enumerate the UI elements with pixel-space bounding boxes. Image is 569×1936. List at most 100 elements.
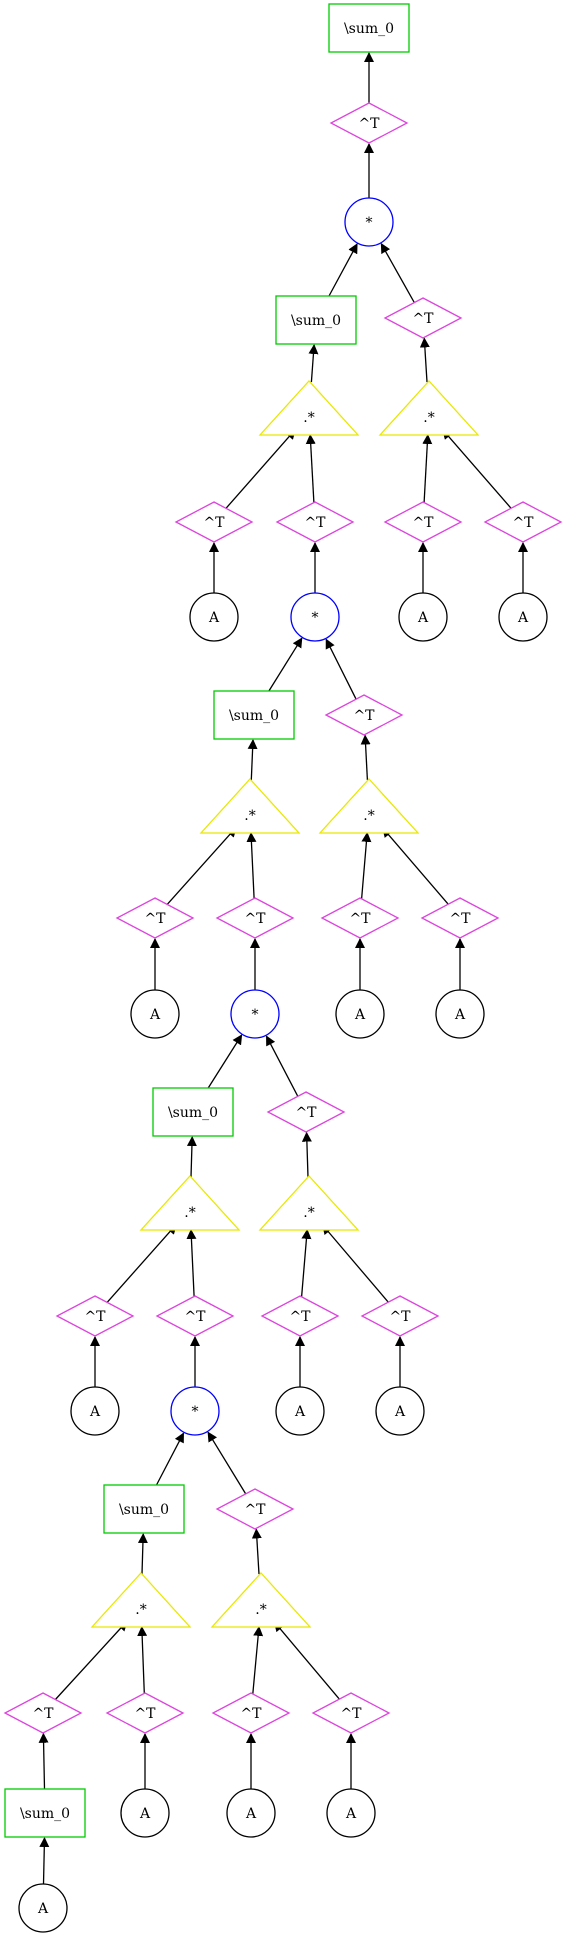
- edge-s5-to-m4: [155, 1432, 185, 1486]
- transpose-node: ^T: [275, 501, 355, 543]
- multiply-node: *: [170, 1386, 220, 1436]
- transpose-diamond: [320, 897, 400, 939]
- node-label: ^T: [244, 1502, 266, 1518]
- node-label: A: [345, 1806, 357, 1822]
- node-label: ^T: [412, 311, 434, 327]
- node-label: *: [312, 610, 319, 626]
- node-label: ^T: [240, 1706, 262, 1722]
- elementwise-multiply-node: .*: [210, 1572, 312, 1628]
- transpose-diamond: [260, 1295, 340, 1337]
- elementwise-multiply-node: .*: [258, 1175, 360, 1231]
- multiply-circle: [170, 1386, 220, 1436]
- sum-box: [103, 1484, 185, 1534]
- transpose-diamond: [3, 1692, 83, 1734]
- multiply-circle: [230, 989, 280, 1039]
- node-label: \sum_0: [119, 1502, 169, 1518]
- node-label: \sum_0: [344, 21, 394, 37]
- edge-t14-to-e5: [186, 1229, 197, 1297]
- elementwise-triangle: [199, 778, 301, 834]
- edge-s2-to-m1: [328, 243, 358, 297]
- edge-e8-to-t17: [251, 1528, 262, 1575]
- leaf-circle: [335, 989, 385, 1039]
- edge-t11-to-e4: [382, 827, 449, 905]
- node-label: ^T: [412, 515, 434, 531]
- edge-t21-to-e8: [273, 1621, 340, 1700]
- leaf-node: A: [275, 1386, 325, 1436]
- node-label: *: [366, 215, 373, 231]
- transpose-node: ^T: [383, 501, 463, 543]
- node-label: \sum_0: [291, 313, 341, 329]
- elementwise-triangle: [258, 1175, 360, 1231]
- transpose-node: ^T: [155, 1295, 235, 1337]
- node-label: ^T: [84, 1309, 106, 1325]
- node-label: A: [149, 1007, 161, 1023]
- edges-layer: [38, 52, 528, 1885]
- node-label: A: [417, 610, 429, 626]
- leaf-node: A: [70, 1386, 120, 1436]
- edge-t13-to-e5: [106, 1223, 177, 1303]
- node-label: \sum_0: [168, 1105, 218, 1121]
- edge-t18-to-e7: [54, 1620, 128, 1700]
- elementwise-triangle: [378, 380, 480, 436]
- node-label: .*: [184, 1205, 195, 1221]
- transpose-node: ^T: [211, 1692, 291, 1734]
- node-label: ^T: [340, 1706, 362, 1722]
- leaf-circle: [435, 989, 485, 1039]
- edge-e1-to-s2: [308, 344, 319, 383]
- node-label: ^T: [449, 911, 471, 927]
- transpose-node: ^T: [311, 1692, 391, 1734]
- node-label: A: [517, 610, 529, 626]
- leaf-node: A: [326, 1788, 376, 1838]
- transpose-diamond: [115, 897, 195, 939]
- transpose-diamond: [483, 501, 563, 543]
- edge-e7-to-s5: [137, 1533, 148, 1575]
- node-label: .*: [303, 410, 314, 426]
- transpose-node: ^T: [360, 1295, 440, 1337]
- transpose-node: ^T: [260, 1295, 340, 1337]
- node-label: ^T: [304, 515, 326, 531]
- leaf-circle: [18, 1883, 68, 1933]
- node-label: .*: [244, 808, 255, 824]
- transpose-diamond: [55, 1295, 135, 1337]
- edge-s3-to-m2: [268, 637, 303, 692]
- leaf-circle: [275, 1386, 325, 1436]
- leaf-node: A: [189, 592, 239, 642]
- node-label: ^T: [353, 708, 375, 724]
- leaf-circle: [398, 592, 448, 642]
- edge-t15-to-e6: [300, 1228, 312, 1297]
- sum-node: \sum_0: [103, 1484, 185, 1534]
- node-label: *: [192, 1404, 199, 1420]
- node-label: ^T: [389, 1309, 411, 1325]
- elementwise-multiply-node: .*: [139, 1175, 241, 1231]
- leaf-node: A: [18, 1883, 68, 1933]
- node-label: ^T: [134, 1706, 156, 1722]
- elementwise-triangle: [139, 1175, 241, 1231]
- node-label: A: [354, 1007, 366, 1023]
- edge-e4-to-t7: [360, 734, 371, 781]
- transpose-node: ^T: [320, 897, 400, 939]
- transpose-node: ^T: [266, 1091, 346, 1133]
- transpose-diamond: [105, 1692, 185, 1734]
- transpose-diamond: [275, 501, 355, 543]
- transpose-node: ^T: [215, 1488, 295, 1530]
- sum-box: [328, 3, 410, 53]
- edge-e2-to-t2: [419, 337, 430, 383]
- leaf-circle: [189, 592, 239, 642]
- multiply-circle: [290, 592, 340, 642]
- transpose-node: ^T: [215, 897, 295, 939]
- leaf-circle: [326, 1788, 376, 1838]
- node-label: ^T: [512, 515, 534, 531]
- edge-t16-to-e6: [321, 1224, 389, 1303]
- transpose-node: ^T: [55, 1295, 135, 1337]
- node-label: ^T: [349, 911, 371, 927]
- edge-e3-to-s3: [247, 739, 258, 781]
- transpose-node: ^T: [174, 501, 254, 543]
- edge-a13-to-s6: [39, 1837, 50, 1885]
- elementwise-multiply-node: .*: [318, 778, 420, 834]
- leaf-node: A: [226, 1788, 276, 1838]
- edge-t2-to-m1: [380, 242, 415, 303]
- sum-box: [213, 690, 295, 740]
- sum-node: \sum_0: [275, 295, 357, 345]
- node-label: .*: [255, 1602, 266, 1618]
- node-label: ^T: [184, 1309, 206, 1325]
